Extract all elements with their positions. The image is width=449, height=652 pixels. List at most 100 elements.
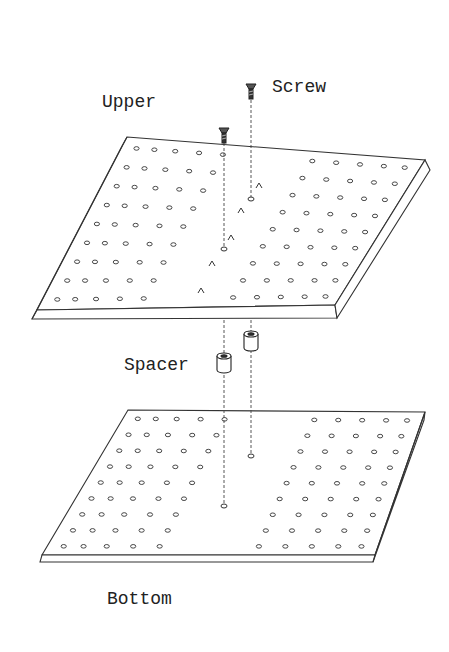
hole <box>99 513 104 517</box>
hole <box>139 481 144 485</box>
hole <box>61 545 66 549</box>
hole <box>248 197 254 201</box>
hole <box>291 466 296 470</box>
hole <box>181 449 186 453</box>
hole <box>122 204 127 208</box>
hole <box>305 434 310 438</box>
axis-line <box>251 100 252 198</box>
hole <box>322 513 327 517</box>
hole <box>283 545 288 549</box>
hole <box>90 529 95 533</box>
upper-plate-side <box>335 160 430 318</box>
hole <box>309 545 314 549</box>
hole <box>117 449 122 453</box>
hole <box>221 247 227 251</box>
hole <box>98 481 103 485</box>
hole <box>392 182 397 186</box>
hole <box>304 211 309 215</box>
hole <box>210 171 215 175</box>
hole <box>107 465 112 469</box>
hole <box>376 497 381 501</box>
hole <box>206 449 211 453</box>
hole <box>113 260 118 264</box>
hole <box>334 482 339 486</box>
hole <box>294 228 299 232</box>
hole <box>314 195 319 199</box>
hole <box>324 178 329 182</box>
hole <box>122 513 127 517</box>
hole <box>135 417 140 421</box>
hole <box>117 481 122 485</box>
hole <box>147 242 152 246</box>
hole <box>308 245 313 249</box>
hole <box>103 279 108 283</box>
hole <box>352 213 357 217</box>
hole <box>130 497 135 501</box>
hole <box>137 260 142 264</box>
hole <box>353 246 358 250</box>
axis-line <box>224 143 225 248</box>
hole <box>387 466 392 470</box>
hole <box>240 279 245 283</box>
hole <box>264 279 269 283</box>
upper-plate-edge <box>32 137 127 319</box>
hole <box>93 297 98 301</box>
hole <box>177 188 182 192</box>
hole <box>365 529 370 533</box>
hole <box>157 545 162 549</box>
hole <box>198 417 203 421</box>
hole <box>256 545 261 549</box>
part-label: Screw <box>272 78 326 98</box>
hole <box>94 222 99 226</box>
hole <box>92 260 97 264</box>
hole <box>161 261 166 265</box>
hole <box>133 223 138 227</box>
hole <box>75 260 80 264</box>
hole <box>104 545 109 549</box>
hole <box>384 419 389 423</box>
hole <box>157 449 162 453</box>
hole <box>173 149 178 153</box>
hole <box>248 454 254 458</box>
hole <box>117 297 122 301</box>
hole <box>163 168 168 172</box>
screw <box>246 84 256 99</box>
hole <box>164 481 169 485</box>
hole <box>359 545 364 549</box>
bottom-plate-front <box>40 555 375 562</box>
hole <box>332 246 337 250</box>
hole <box>89 497 94 501</box>
hole <box>181 497 186 501</box>
hole <box>123 242 128 246</box>
hole <box>381 164 386 168</box>
hole <box>231 296 236 300</box>
upper-plate-top <box>37 137 425 310</box>
hole <box>81 545 86 549</box>
hole <box>221 504 227 508</box>
hole <box>284 245 289 249</box>
hole <box>370 513 375 517</box>
spacer <box>244 331 258 351</box>
hole <box>124 166 129 170</box>
hole <box>270 513 275 517</box>
hole <box>372 450 377 454</box>
hole <box>73 297 78 301</box>
hole <box>174 417 179 421</box>
hole <box>153 186 158 190</box>
hole <box>318 229 323 233</box>
hole <box>112 223 117 227</box>
hole <box>196 151 201 155</box>
screw <box>219 128 229 143</box>
hole <box>142 167 147 171</box>
hole <box>173 465 178 469</box>
hole <box>134 147 139 151</box>
part-label: Spacer <box>124 356 189 376</box>
hole <box>336 418 341 422</box>
hole <box>347 450 352 454</box>
hole <box>278 295 283 299</box>
hole <box>298 450 303 454</box>
hole <box>284 481 289 485</box>
hole <box>171 243 176 247</box>
hole <box>84 241 89 245</box>
